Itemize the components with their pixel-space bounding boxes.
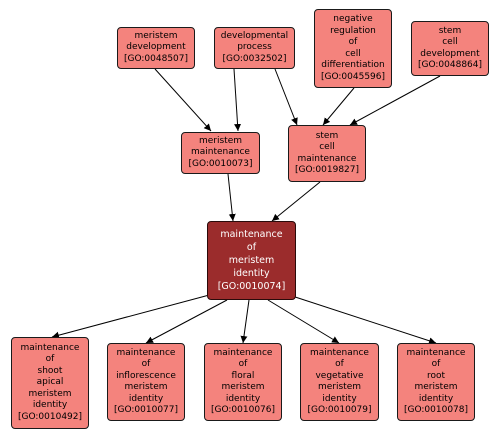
node-go-id: [GO:0010073] bbox=[188, 158, 253, 169]
node-name: developmental process bbox=[220, 30, 289, 53]
edge-n2-to-n6 bbox=[274, 68, 298, 126]
node-name: maintenance of root meristem identity bbox=[406, 347, 466, 404]
node-maintenance-of-meristem-identity[interactable]: maintenance of meristem identity [GO:001… bbox=[207, 221, 296, 300]
edge-n7-to-n10 bbox=[240, 299, 250, 344]
node-stem-cell-maintenance[interactable]: stem cell maintenance [GO:0019827] bbox=[288, 125, 366, 182]
node-name: stem cell maintenance bbox=[297, 130, 357, 164]
node-name: maintenance of inflorescence meristem id… bbox=[116, 347, 176, 404]
edge-n1-to-n5 bbox=[154, 68, 212, 132]
node-go-id: [GO:0048507] bbox=[123, 53, 189, 64]
node-go-id: [GO:0048864] bbox=[417, 60, 483, 70]
node-go-id: [GO:0010074] bbox=[217, 281, 286, 292]
edge-n7-to-n11 bbox=[267, 299, 340, 344]
node-name: meristem maintenance bbox=[191, 135, 250, 158]
node-name: meristem development bbox=[126, 30, 186, 53]
node-negative-regulation-of-cell-differentiation[interactable]: negative regulation of cell differentiat… bbox=[314, 9, 392, 88]
edge-n2-to-n5 bbox=[233, 68, 242, 132]
node-go-id: [GO:0010492] bbox=[17, 411, 83, 422]
node-maintenance-of-vegetative-meristem-identity[interactable]: maintenance of vegetative meristem ident… bbox=[300, 343, 379, 421]
node-go-id: [GO:0019827] bbox=[294, 165, 360, 175]
node-maintenance-of-floral-meristem-identity[interactable]: maintenance of floral meristem identity … bbox=[204, 343, 282, 421]
edge-n7-to-n9 bbox=[145, 299, 228, 344]
node-maintenance-of-root-meristem-identity[interactable]: maintenance of root meristem identity [G… bbox=[397, 343, 475, 421]
node-name: negative regulation of cell differentiat… bbox=[321, 14, 385, 70]
edge-n7-to-n12 bbox=[285, 293, 437, 345]
node-stem-cell-development[interactable]: stem cell development [GO:0048864] bbox=[411, 21, 489, 76]
node-maintenance-of-inflorescence-meristem-identity[interactable]: maintenance of inflorescence meristem id… bbox=[107, 343, 185, 421]
node-meristem-development[interactable]: meristem development [GO:0048507] bbox=[117, 27, 195, 69]
node-name: maintenance of vegetative meristem ident… bbox=[310, 347, 369, 404]
node-go-id: [GO:0045596] bbox=[320, 71, 386, 82]
node-developmental-process[interactable]: developmental process [GO:0032502] bbox=[214, 27, 295, 69]
node-name: stem cell development bbox=[420, 25, 480, 59]
node-go-id: [GO:0010077] bbox=[113, 405, 179, 415]
edge-n6-to-n7 bbox=[271, 181, 321, 222]
node-go-id: [GO:0010078] bbox=[403, 405, 469, 415]
node-go-id: [GO:0010079] bbox=[307, 405, 372, 415]
node-go-id: [GO:0032502] bbox=[222, 53, 287, 64]
node-name: maintenance of shoot apical meristem ide… bbox=[20, 342, 80, 411]
node-name: maintenance of meristem identity bbox=[220, 229, 283, 279]
edge-n3-to-n6 bbox=[322, 87, 355, 126]
edge-n4-to-n6 bbox=[349, 75, 441, 126]
node-go-id: [GO:0010076] bbox=[210, 405, 276, 415]
node-maintenance-of-shoot-apical-meristem-identity[interactable]: maintenance of shoot apical meristem ide… bbox=[11, 337, 89, 429]
node-name: maintenance of floral meristem identity bbox=[213, 347, 273, 404]
node-meristem-maintenance[interactable]: meristem maintenance [GO:0010073] bbox=[181, 132, 260, 174]
edge-n7-to-n8 bbox=[51, 293, 214, 339]
edge-n5-to-n7 bbox=[227, 173, 236, 222]
